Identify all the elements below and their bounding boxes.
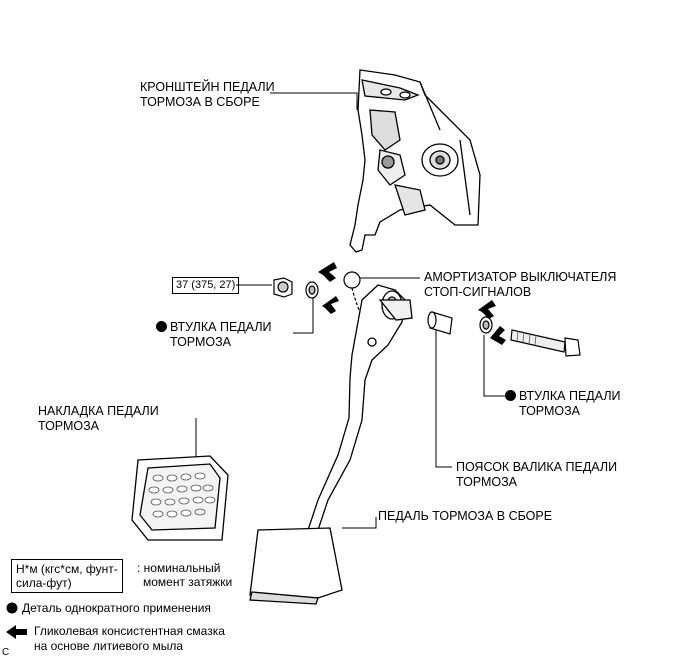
- label-bushing-left-line2: ТОРМОЗА: [170, 335, 232, 349]
- corner-mark: C: [2, 647, 10, 658]
- legend-torque-desc: : номинальный момент затяжки: [137, 561, 232, 589]
- pedal-shaft-collar: [427, 311, 453, 335]
- brake-pedal-plate: [249, 527, 343, 605]
- label-bushing-left: ВТУЛКА ПЕДАЛИ ТОРМОЗА: [156, 320, 272, 350]
- label-damper-line1: АМОРТИЗАТОР ВЫКЛЮЧАТЕЛЯ: [424, 270, 617, 284]
- legend-one-time: Деталь однократного применения: [22, 601, 211, 615]
- label-collar-line1: ПОЯСОК ВАЛИКА ПЕДАЛИ: [456, 460, 618, 474]
- legend-torque-box-line2: сила-фут): [16, 576, 72, 590]
- label-bushing-left-text: ВТУЛКА ПЕДАЛИ: [170, 320, 272, 334]
- nut: [273, 277, 293, 298]
- label-damper-line2: СТОП-СИГНАЛОВ: [424, 285, 532, 299]
- label-pad-line1: НАКЛАДКА ПЕДАЛИ: [38, 404, 159, 418]
- bushing-left: [305, 281, 319, 299]
- bushing-right: [479, 316, 493, 334]
- one-time-use-icon: [505, 390, 516, 401]
- torque-spec: 37 (375, 27): [172, 277, 240, 294]
- legend-torque-desc-line2: момент затяжки: [143, 575, 233, 589]
- label-bushing-right-line2: ТОРМОЗА: [519, 404, 581, 418]
- brake-pedal-arm: [307, 284, 413, 531]
- legend-torque-box-line1: Н*м (кгс*см, фунт-: [16, 562, 118, 576]
- stop-light-switch-cushion: [343, 271, 363, 319]
- label-bushing-left-line1: ВТУЛКА ПЕДАЛИ: [156, 320, 272, 335]
- legend-torque-desc-line1: : номинальный: [137, 561, 221, 575]
- label-collar-line2: ТОРМОЗА: [456, 475, 518, 489]
- legend-grease-line1: Гликолевая консистентная смазка: [34, 624, 225, 638]
- grease-arrow-icon: [6, 625, 27, 639]
- label-bushing-right: ВТУЛКА ПЕДАЛИ ТОРМОЗА: [505, 389, 621, 419]
- label-collar: ПОЯСОК ВАЛИКА ПЕДАЛИ ТОРМОЗА: [456, 460, 617, 490]
- legend-grease: Гликолевая консистентная смазка на основ…: [34, 624, 225, 654]
- legend-torque-box: Н*м (кгс*см, фунт- сила-фут): [11, 559, 123, 593]
- legend-grease-line2: на основе литиевого мыла: [34, 639, 184, 653]
- label-bracket-line1: КРОНШТЕЙН ПЕДАЛИ: [140, 80, 275, 94]
- label-bushing-right-line1: ВТУЛКА ПЕДАЛИ: [505, 389, 621, 404]
- one-time-use-dot-icon: [6, 602, 18, 614]
- one-time-use-icon: [156, 321, 167, 332]
- label-bracket-line2: ТОРМОЗА В СБОРЕ: [140, 95, 260, 109]
- brake-pedal-pad: [131, 455, 229, 541]
- label-bushing-right-text: ВТУЛКА ПЕДАЛИ: [519, 389, 621, 403]
- bolt: [510, 329, 581, 357]
- label-pad: НАКЛАДКА ПЕДАЛИ ТОРМОЗА: [38, 404, 159, 434]
- grease-arrows: [318, 262, 506, 345]
- label-pedal: ПЕДАЛЬ ТОРМОЗА В СБОРЕ: [378, 509, 553, 523]
- label-pad-line2: ТОРМОЗА: [38, 419, 100, 433]
- label-damper: АМОРТИЗАТОР ВЫКЛЮЧАТЕЛЯ СТОП-СИГНАЛОВ: [424, 270, 616, 300]
- label-bracket: КРОНШТЕЙН ПЕДАЛИ ТОРМОЗА В СБОРЕ: [140, 80, 275, 110]
- brake-pedal-bracket: [349, 69, 481, 253]
